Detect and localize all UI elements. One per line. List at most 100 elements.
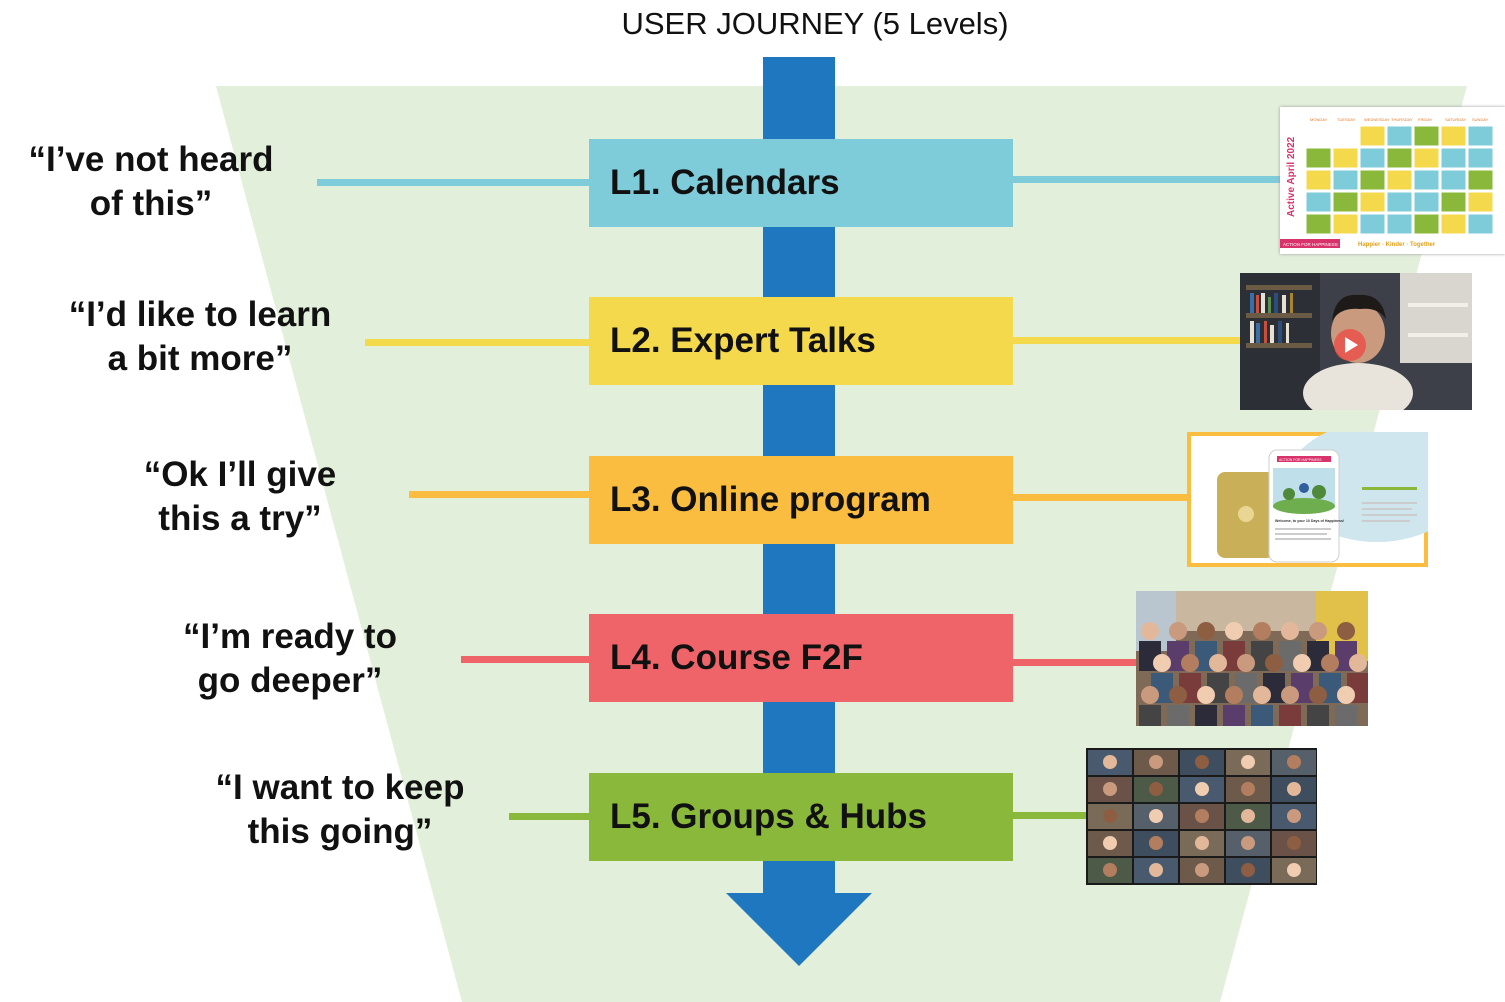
participant-face: [1195, 755, 1209, 769]
groups-hubs-thumbnail: [1086, 748, 1317, 885]
expert-talk-graphic: [1240, 273, 1472, 410]
calendar-cell: [1413, 125, 1440, 147]
person-body: [1223, 705, 1245, 726]
participant-face: [1241, 836, 1255, 850]
calendar-cell: [1305, 213, 1332, 235]
participant-face: [1103, 782, 1117, 796]
calendar-cell: [1413, 147, 1440, 169]
calendar-day-header: SATURDAY: [1445, 117, 1467, 122]
course-f2f-thumbnail: [1136, 591, 1368, 726]
online-program-thumbnail: ACTION FOR HAPPINESS Welcome, to your 10…: [1187, 432, 1428, 567]
calendar-cell: [1386, 147, 1413, 169]
calendar-brand: ACTION FOR HAPPINESS: [1283, 242, 1338, 247]
level-box-l2: L2. Expert Talks: [589, 297, 1013, 385]
quote-l4: “I’m ready to go deeper”: [183, 617, 397, 700]
person-face: [1225, 686, 1243, 704]
calendar-cell: [1332, 191, 1359, 213]
participant-face: [1287, 863, 1301, 877]
level-label: L3. Online program: [610, 480, 931, 519]
calendar-day-header: MONDAY: [1310, 117, 1328, 122]
online-program-graphic: ACTION FOR HAPPINESS Welcome, to your 10…: [1191, 432, 1428, 563]
quote-l1: “I’ve not heard of this”: [28, 140, 274, 223]
connector-l1-right: [1013, 176, 1280, 183]
participant-face: [1103, 755, 1117, 769]
participant-face: [1287, 782, 1301, 796]
level-label: L5. Groups & Hubs: [610, 797, 927, 836]
calendar-cell: [1440, 169, 1467, 191]
person-body: [1139, 705, 1161, 726]
calendar-cell: [1359, 169, 1386, 191]
person-face: [1209, 654, 1227, 672]
calendar-cell: [1413, 191, 1440, 213]
connector-l1-left: [317, 179, 589, 186]
person-face: [1349, 654, 1367, 672]
calendar-cell: [1305, 191, 1332, 213]
calendar-day-header: WEDNESDAY: [1364, 117, 1390, 122]
person-face: [1281, 686, 1299, 704]
calendar-cell: [1359, 147, 1386, 169]
participant-face: [1103, 809, 1117, 823]
participant-face: [1287, 809, 1301, 823]
calendar-footer: Happier · Kinder · Together: [1358, 242, 1436, 248]
calendar-day-header: TUESDAY: [1337, 117, 1356, 122]
person-body: [1307, 705, 1329, 726]
level-box-l3: L3. Online program: [589, 456, 1013, 544]
level-box-l1: L1. Calendars: [589, 139, 1013, 227]
person-face: [1253, 622, 1271, 640]
person-face: [1237, 654, 1255, 672]
person-face: [1337, 622, 1355, 640]
quote-l3: “Ok I’ll give this a try”: [143, 455, 337, 538]
connector-l4-right: [1013, 659, 1136, 666]
calendar-cell: [1386, 125, 1413, 147]
calendar-cell: [1467, 213, 1494, 235]
connector-l3-left: [409, 491, 589, 498]
calendar-day-header: FRIDAY: [1418, 117, 1433, 122]
calendar-cell: [1413, 169, 1440, 191]
participant-face: [1149, 755, 1163, 769]
participant-face: [1241, 809, 1255, 823]
calendar-cell: [1359, 191, 1386, 213]
calendar-cell: [1467, 147, 1494, 169]
calendar-cell: [1332, 147, 1359, 169]
participant-face: [1149, 782, 1163, 796]
level-label: L4. Course F2F: [610, 638, 863, 677]
calendar-cell: [1305, 147, 1332, 169]
calendar-day-header: THURSDAY: [1391, 117, 1413, 122]
page-title: USER JOURNEY (5 Levels): [621, 6, 1009, 41]
person-face: [1169, 622, 1187, 640]
calendar-cell: [1467, 191, 1494, 213]
connector-l4-left: [461, 656, 589, 663]
person-face: [1181, 654, 1199, 672]
level-label: L1. Calendars: [610, 163, 840, 202]
video-call-grid: [1088, 750, 1316, 883]
calendar-cell: [1386, 213, 1413, 235]
calendar-cell: [1332, 125, 1359, 147]
participant-face: [1149, 836, 1163, 850]
calendar-cell: [1440, 213, 1467, 235]
person-body: [1335, 705, 1357, 726]
connector-l5-left: [509, 813, 589, 820]
person-face: [1253, 686, 1271, 704]
calendar-cell: [1467, 169, 1494, 191]
calendar-cell: [1467, 125, 1494, 147]
calendar-cell: [1440, 147, 1467, 169]
person-face: [1141, 622, 1159, 640]
person-face: [1169, 686, 1187, 704]
participant-face: [1241, 863, 1255, 877]
connector-l5-right: [1013, 812, 1086, 819]
participant-face: [1149, 863, 1163, 877]
calendar-cell: [1440, 125, 1467, 147]
journey-arrow-head: [726, 893, 872, 966]
connector-l2-right: [1013, 337, 1240, 344]
connector-l3-right: [1013, 494, 1187, 501]
participant-face: [1195, 782, 1209, 796]
participant-face: [1241, 755, 1255, 769]
course-photo-graphic: [1136, 591, 1368, 726]
person-face: [1337, 686, 1355, 704]
person-face: [1141, 686, 1159, 704]
calendar-cell: [1413, 213, 1440, 235]
person-face: [1309, 686, 1327, 704]
person-face: [1293, 654, 1311, 672]
level-box-l4: L4. Course F2F: [589, 614, 1013, 702]
